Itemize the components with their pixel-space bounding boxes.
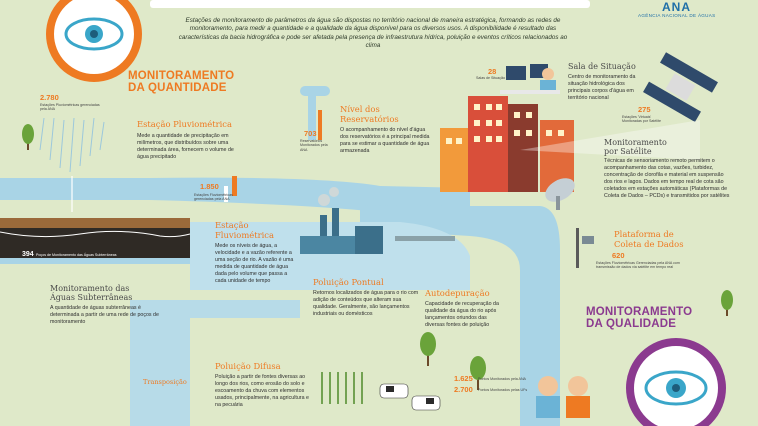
data-platform-icon	[576, 228, 594, 268]
factory-icon	[300, 187, 383, 254]
flow-station-count: 1.850	[200, 182, 219, 191]
rain-station-text: Mede a quantidade de precipitação em mil…	[137, 133, 234, 160]
technician-icon	[536, 376, 560, 418]
satellite-icon	[643, 52, 718, 123]
aquifer-line	[0, 230, 191, 238]
situation-room-text: Centro de monitoramento da situação hidr…	[568, 74, 636, 101]
transposition-channel	[130, 300, 190, 426]
quality-title-line1: MONITORAMENTO	[586, 306, 693, 318]
situation-room-count: 28	[488, 67, 497, 76]
satellite-count-label: Estações 'Virtuais' Monitoradas por Saté…	[622, 115, 661, 124]
diffuse-pollution-text: Poluição a partir de fontes diversas ao …	[215, 374, 309, 408]
aquifer-layer	[0, 228, 190, 258]
quality-count-ufs: 2.700	[454, 385, 473, 394]
flow-station-title-line1: Estação	[215, 220, 249, 230]
data-platform-count: 620	[612, 251, 625, 260]
quality-count-ufs-label: Pontos Monitorados pelas UFs	[478, 388, 528, 392]
ana-logo: ANA	[662, 0, 691, 14]
quality-count-ana-label: Pontos Monitorados pela ANA	[478, 377, 526, 381]
data-platform-title: Plataforma de Coleta de Dados	[614, 229, 684, 249]
quantity-eye-pupil	[90, 30, 98, 38]
flow-station-count-label: Estações Fluviométricas gerenciadas pela…	[194, 193, 233, 202]
quality-eye-pupil	[672, 384, 680, 392]
cow-icon	[379, 383, 409, 399]
reservoir-title-line2: Reservatórios	[340, 113, 399, 124]
reservoir-count-label: Reservatórios Monitorados pela ANA	[300, 139, 328, 152]
situation-room-icon	[500, 64, 560, 94]
groundwater-title-line1: Monitoramento das	[50, 284, 130, 293]
groundwater-count-label: Poços de Monitoramento das Águas Subterr…	[36, 253, 117, 257]
groundwater-title: Monitoramento das Águas Subterrâneas	[50, 284, 132, 303]
reservoir-title-line1: Nível dos	[340, 104, 380, 114]
quantity-title: MONITORAMENTO DA QUANTIDADE	[128, 70, 234, 94]
quality-count-ana: 1.625	[454, 374, 473, 383]
self-purification-title: Autodepuração	[425, 288, 490, 298]
effluent-pipe	[395, 236, 455, 241]
satellite-count: 275	[638, 105, 651, 114]
data-platform-title-line2: Coleta de Dados	[614, 238, 684, 249]
groundwater-band	[0, 258, 190, 264]
satellite-beam	[520, 120, 700, 160]
soil-layer	[0, 218, 190, 228]
reservoir-text: O acompanhamento do nível d'água dos res…	[340, 127, 430, 154]
tree-icon	[721, 290, 733, 316]
rain-gauge-icon	[232, 176, 237, 196]
flow-station-text: Mede os níveis de água, a velocidade e a…	[215, 243, 294, 284]
satellite-dish-icon	[545, 178, 575, 210]
reservoir-count: 703	[304, 129, 317, 138]
point-pollution-text: Retornos localizados de água para o rio …	[313, 290, 419, 317]
flow-station-title-line2: Fluviométrica	[215, 229, 274, 240]
tree-icon	[470, 356, 486, 390]
cow-icon	[411, 395, 441, 411]
ana-logo-subtitle: AGÊNCIA NACIONAL DE ÁGUAS	[638, 13, 716, 18]
satellite-title-line1: Monitoramento	[604, 138, 667, 147]
satellite-title: Monitoramento por Satélite	[604, 138, 667, 157]
data-platform-title-line1: Plataforma de	[614, 229, 674, 239]
top-banner	[150, 0, 590, 8]
rain-icon	[39, 117, 105, 173]
flow-gauge-icon	[224, 186, 228, 202]
reservoir-title: Nível dos Reservatórios	[340, 104, 399, 124]
satellite-title-line2: por Satélite	[604, 147, 652, 157]
rain-station-count-label: Estações Pluviométricas gerenciadas pela…	[40, 103, 100, 112]
transposition-branch	[190, 300, 300, 318]
point-pollution-title: Poluição Pontual	[313, 277, 384, 287]
rain-station-title: Estação Pluviométrica	[137, 119, 232, 129]
self-purification-text: Capacidade de recuperação da qualidade d…	[425, 301, 499, 328]
reservoir-gauge-icon	[300, 86, 330, 140]
rain-station-count: 2.780	[40, 93, 59, 102]
city-buildings	[440, 96, 574, 192]
quality-title-line2: DA QUALIDADE	[586, 318, 677, 330]
quantity-title-line1: MONITORAMENTO	[128, 70, 235, 82]
tree-icon	[420, 332, 436, 366]
groundwater-text: A quantidade de águas subterrâneas é det…	[50, 305, 159, 325]
flow-station-title: Estação Fluviométrica	[215, 220, 274, 240]
satellite-text: Técnicas de sensoriamento remoto permite…	[604, 158, 730, 199]
diffuse-pollution-title: Poluição Difusa	[215, 361, 281, 371]
data-platform-count-label: Estações Fluviométricas Gerenciadas pela…	[596, 261, 680, 270]
intro-text: Estações de monitoramento de parâmetros …	[178, 17, 568, 50]
groundwater-title-line2: Águas Subterrâneas	[50, 293, 133, 303]
transposition-label: Transposição	[143, 378, 187, 386]
situation-room-count-label: Salas de Situação	[476, 76, 505, 80]
tree-icon	[22, 124, 34, 150]
quality-title: MONITORAMENTO DA QUALIDADE	[586, 306, 692, 330]
groundwater-count: 394	[22, 251, 34, 258]
quantity-title-line2: DA QUANTIDADE	[128, 82, 227, 94]
technician-icon	[566, 376, 590, 418]
situation-room-title: Sala de Situação	[568, 62, 636, 71]
crop-field-icon	[321, 372, 363, 404]
